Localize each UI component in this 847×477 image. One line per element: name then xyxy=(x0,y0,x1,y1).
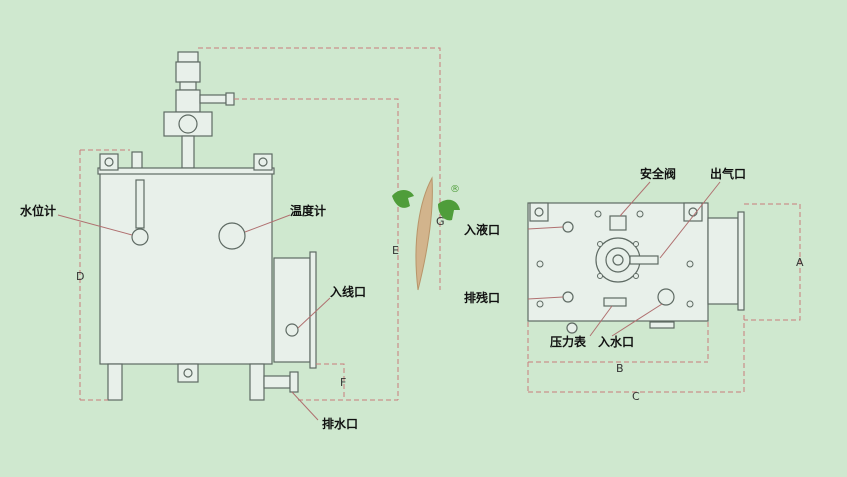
side-box-flange xyxy=(737,211,745,311)
leaf-logo-icon: ® xyxy=(392,176,460,291)
dim-line-c xyxy=(528,312,745,393)
dim-line-f xyxy=(316,363,345,400)
dim-label-a: A xyxy=(796,256,804,269)
water-inlet-base xyxy=(649,321,675,329)
drain-pipe xyxy=(263,375,291,389)
label-residue-outlet: 排残口 xyxy=(464,290,500,305)
dim-label-c: C xyxy=(632,390,640,403)
top-dimension-lines xyxy=(527,203,801,393)
thermometer-dial xyxy=(218,222,246,250)
gas-outlet-flange xyxy=(225,92,235,106)
leader-liquid-inlet xyxy=(527,226,564,230)
leader-residue-outlet xyxy=(527,296,564,300)
center-valve-core xyxy=(612,254,624,266)
label-drain-outlet: 排水口 xyxy=(322,416,358,431)
wire-inlet-box xyxy=(273,257,311,363)
leader-water-level xyxy=(57,214,133,236)
bottom-lug-hole xyxy=(183,368,193,378)
leader-water-inlet xyxy=(611,303,663,337)
pressure-gauge-stub xyxy=(603,297,627,307)
label-water-level-gauge: 水位计 xyxy=(20,203,56,218)
leg-right xyxy=(249,363,265,401)
leader-gas-outlet xyxy=(659,181,721,259)
residue-outlet-port xyxy=(562,291,574,303)
top-view-bolt-holes xyxy=(536,210,694,308)
corner-hole-tl xyxy=(534,207,544,217)
drain-flange xyxy=(289,371,299,393)
label-wire-inlet: 入线口 xyxy=(330,284,366,299)
leg-left xyxy=(107,363,123,401)
leader-drain xyxy=(291,391,319,421)
cross-fitting-bolt xyxy=(178,114,198,134)
top-leaders xyxy=(527,181,721,337)
valve-block xyxy=(175,89,201,113)
leader-pressure-gauge xyxy=(589,305,613,337)
leader-thermometer xyxy=(244,214,291,233)
front-view xyxy=(97,51,317,401)
wire-inlet-port xyxy=(285,323,299,337)
lug-hole-left xyxy=(104,157,114,167)
gas-outlet-pipe xyxy=(199,94,227,104)
dim-line-a xyxy=(744,203,801,321)
label-liquid-inlet: 入液口 xyxy=(464,222,500,237)
leader-safety-valve xyxy=(619,181,651,217)
dim-label-d: D xyxy=(76,270,84,283)
leader-wire-inlet xyxy=(297,297,331,329)
left-stub xyxy=(131,151,143,171)
liquid-inlet-port xyxy=(562,221,574,233)
pressure-gauge-dial xyxy=(566,322,578,334)
registered-mark: ® xyxy=(450,184,460,195)
level-gauge-bulb xyxy=(131,228,149,246)
dim-label-g: G xyxy=(436,215,445,228)
label-gas-outlet: 出气口 xyxy=(710,166,746,181)
water-inlet-port xyxy=(657,288,675,306)
side-box xyxy=(707,217,739,305)
dim-label-e: E xyxy=(392,244,399,257)
front-leaders xyxy=(57,214,331,421)
tank-top-rim xyxy=(97,167,275,175)
top-cap xyxy=(177,51,199,63)
top-view xyxy=(527,202,745,334)
label-pressure-gauge: 压力表 xyxy=(550,334,587,349)
label-water-inlet: 入水口 xyxy=(598,334,634,349)
label-safety-valve: 安全阀 xyxy=(640,166,676,181)
valve-neck xyxy=(179,81,197,91)
safety-valve-hex xyxy=(609,215,627,231)
dim-label-f: F xyxy=(340,376,346,389)
center-outlet-pipe xyxy=(629,255,659,265)
level-gauge-tube xyxy=(135,179,145,229)
main-tank-body xyxy=(99,171,273,365)
lug-hole-right xyxy=(258,157,268,167)
label-thermometer: 温度计 xyxy=(290,203,326,218)
vertical-riser xyxy=(181,135,195,169)
top-valve-body xyxy=(175,61,201,83)
dim-label-b: B xyxy=(616,362,624,375)
wire-inlet-flange xyxy=(309,251,317,369)
